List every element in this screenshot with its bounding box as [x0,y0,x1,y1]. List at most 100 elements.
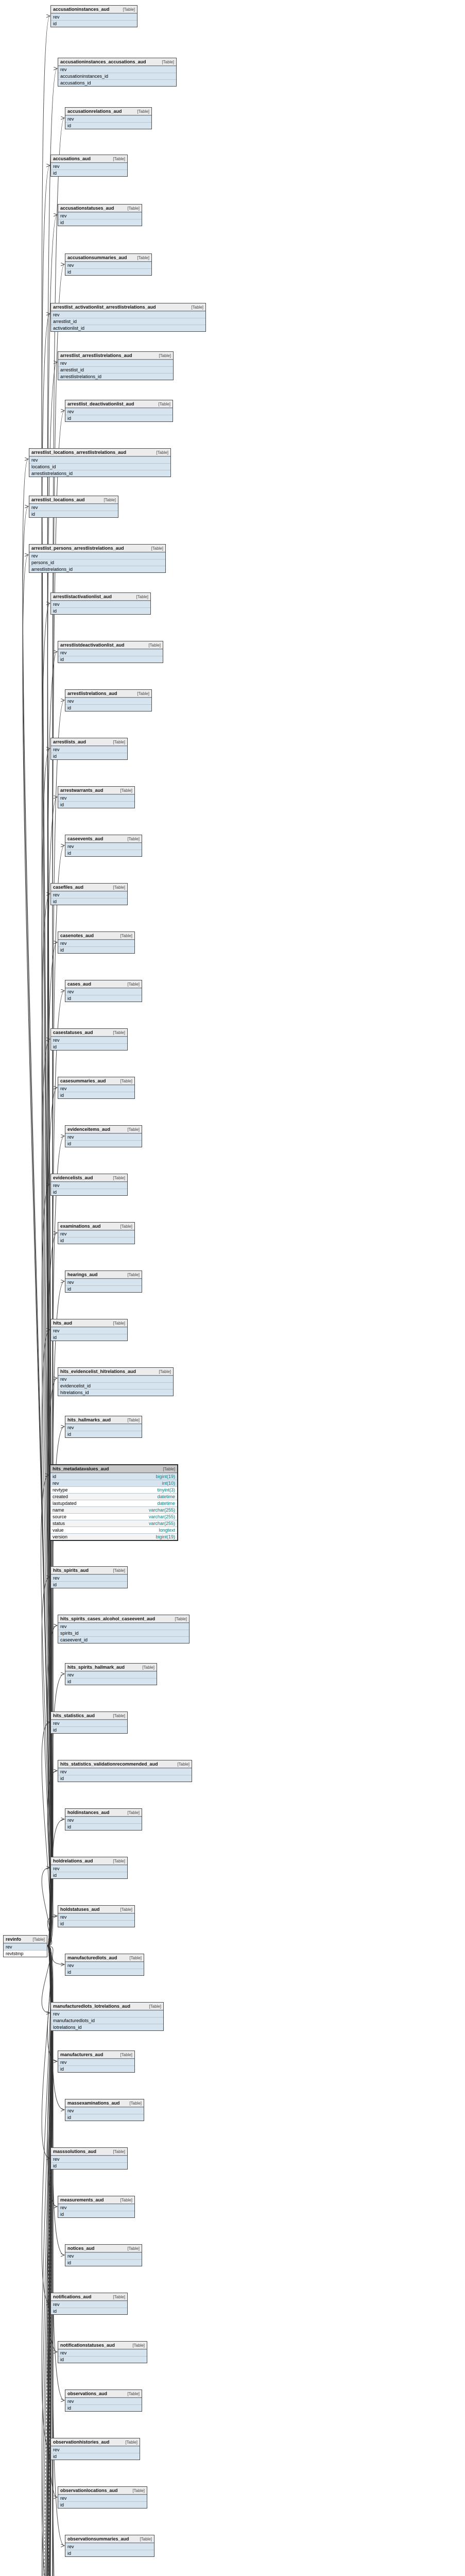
table-title[interactable]: hits_aud[Table] [51,1319,127,1327]
table-title[interactable]: holdstatuses_aud[Table] [58,1906,134,1913]
table-name[interactable]: arrestlist_locations_aud [31,497,85,502]
table-name[interactable]: arrestlistactivationlist_aud [53,594,112,599]
table-name[interactable]: hits_spirits_cases_alcohol_caseevent_aud [60,1616,156,1621]
table-name[interactable]: casesummaries_aud [60,1078,106,1083]
table-name[interactable]: revinfo [6,1936,22,1942]
table-title[interactable]: holdinstances_aud[Table] [65,1809,142,1817]
table-title[interactable]: accusationinstances_accusations_aud[Tabl… [58,58,176,66]
table-name[interactable]: hits_aud [53,1320,73,1326]
table-name[interactable]: accusationinstances_accusations_aud [60,59,146,64]
table-name[interactable]: observationsummaries_aud [67,2536,129,2541]
table-name[interactable]: hits_evidencelist_hitrelations_aud [60,1368,136,1374]
table-title[interactable]: arrestlist_arrestlistrelations_aud[Table… [58,352,173,360]
table-title[interactable]: arrestlistrelations_aud[Table] [65,690,151,698]
table-title[interactable]: manufacturedlots_lotrelations_aud[Table] [51,2003,163,2010]
table-title[interactable]: accusationstatuses_aud[Table] [58,205,142,212]
table-title[interactable]: notices_aud[Table] [65,2245,142,2252]
table-title[interactable]: evidencelists_aud[Table] [51,1174,127,1182]
table-name[interactable]: hearings_aud [67,1272,98,1277]
table-title[interactable]: observationhistories_aud[Table] [51,2438,140,2446]
table-name[interactable]: holdinstances_aud [67,1809,110,1815]
table-name[interactable]: accusationinstances_aud [53,6,110,12]
table-name[interactable]: measurements_aud [60,2197,104,2202]
table-name[interactable]: arrestwarrants_aud [60,787,104,793]
table-title[interactable]: arrestlist_locations_aud[Table] [29,496,118,504]
table-name[interactable]: notices_aud [67,2245,95,2251]
table-title[interactable]: hits_statistics_validationrecommended_au… [58,1760,192,1768]
table-title[interactable]: casestatuses_aud[Table] [51,1029,127,1037]
table-title[interactable]: hits_spirits_hallmark_aud[Table] [65,1664,157,1671]
table-node[interactable]: hits_statistics_validationrecommended_au… [58,1760,192,1782]
table-title[interactable]: arrestlist_activationlist_arrestlistrela… [51,303,205,311]
table-name[interactable]: arrestlistrelations_aud [67,690,117,696]
table-name[interactable]: accusationsummaries_aud [67,255,127,260]
table-node[interactable]: hits_evidencelist_hitrelations_aud[Table… [58,1367,174,1396]
table-name[interactable]: arrestlist_arrestlistrelations_aud [60,352,132,358]
table-name[interactable]: casestatuses_aud [53,1029,93,1035]
table-node[interactable]: arrestlistdeactivationlist_aud[Table]rev… [58,641,163,663]
table-title[interactable]: arrestlist_locations_arrestlistrelations… [29,449,170,456]
table-title[interactable]: hearings_aud[Table] [65,1271,142,1279]
table-name[interactable]: examinations_aud [60,1223,101,1229]
table-name[interactable]: hits_statistics_validationrecommended_au… [60,1761,158,1767]
table-name[interactable]: manufacturers_aud [60,2052,104,2057]
table-title[interactable]: examinations_aud[Table] [58,1223,134,1230]
table-name[interactable]: accusationstatuses_aud [60,205,114,211]
table-name[interactable]: evidencelists_aud [53,1175,93,1180]
table-node[interactable]: arrestlist_persons_arrestlistrelations_a… [29,544,166,573]
table-title[interactable]: observationsummaries_aud[Table] [65,2535,154,2543]
table-title[interactable]: arrestlist_deactivationlist_aud[Table] [65,400,173,408]
table-title[interactable]: hits_evidencelist_hitrelations_aud[Table… [58,1368,173,1376]
table-node[interactable]: arrestlist_deactivationlist_aud[Table]re… [65,400,173,422]
table-name[interactable]: notifications_aud [53,2294,92,2299]
table-title[interactable]: casefiles_aud[Table] [51,884,127,891]
table-name[interactable]: hits_statistics_aud [53,1713,95,1718]
table-name[interactable]: observationlocations_aud [60,2487,118,2493]
table-title[interactable]: notificationstatuses_aud[Table] [58,2342,147,2349]
table-name[interactable]: hits_spirits_aud [53,1567,89,1573]
table-name[interactable]: notificationstatuses_aud [60,2342,115,2348]
table-name[interactable]: manufacturedlots_aud [67,1955,117,1960]
table-title[interactable]: hits_statistics_aud[Table] [51,1712,127,1720]
table-title[interactable]: accusationrelations_aud[Table] [65,108,151,115]
table-title[interactable]: evidenceitems_aud[Table] [65,1126,142,1133]
table-title[interactable]: hits_metadatavalues_aud[Table] [50,1465,177,1473]
table-name[interactable]: caseevents_aud [67,836,104,841]
table-name[interactable]: holdrelations_aud [53,1858,93,1863]
table-name[interactable]: observations_aud [67,2391,108,2396]
table-title[interactable]: observationlocations_aud[Table] [58,2487,147,2495]
table-name[interactable]: observationhistories_aud [53,2439,110,2445]
table-title[interactable]: observations_aud[Table] [65,2390,142,2398]
table-title[interactable]: arrestlist_persons_arrestlistrelations_a… [29,545,165,552]
table-title[interactable]: accusationsummaries_aud[Table] [65,254,151,262]
table-title[interactable]: manufacturers_aud[Table] [58,2051,134,2059]
table-title[interactable]: hits_spirits_aud[Table] [51,1567,127,1574]
table-title[interactable]: cases_aud[Table] [65,980,142,988]
table-name[interactable]: casefiles_aud [53,884,84,890]
table-title[interactable]: accusations_aud[Table] [51,155,127,163]
